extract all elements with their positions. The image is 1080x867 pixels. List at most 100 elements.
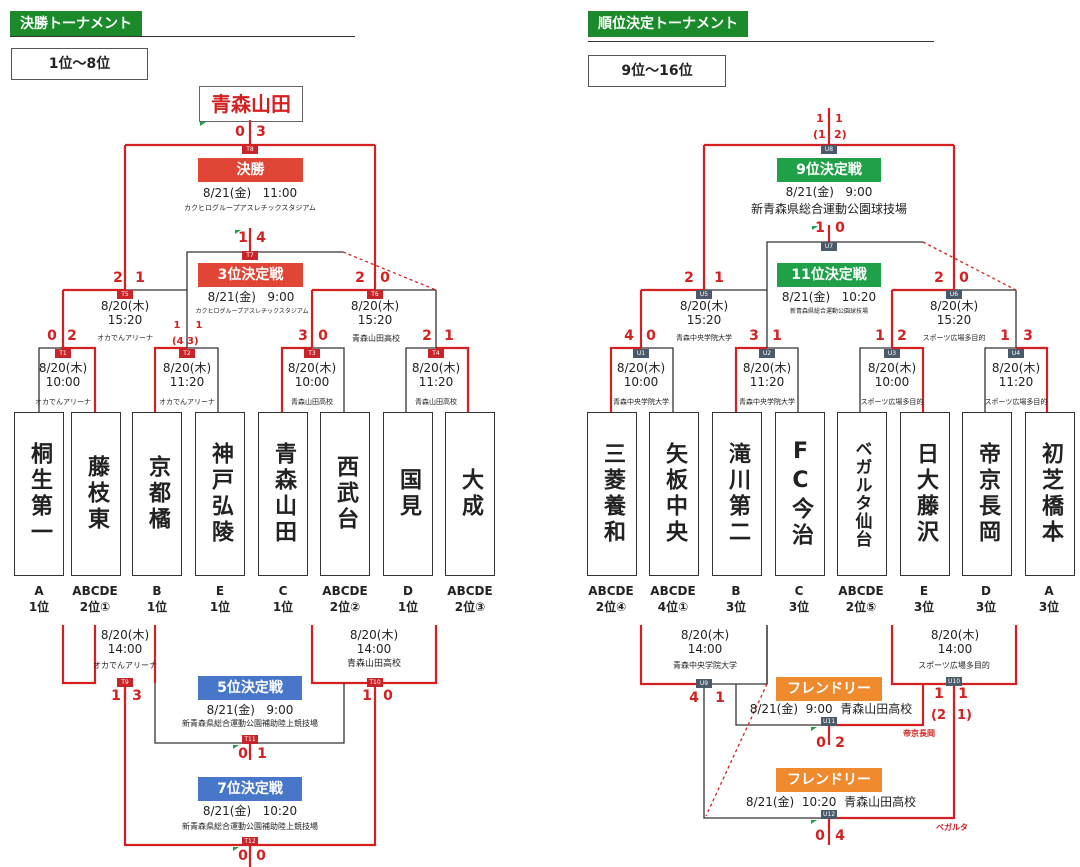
match-venue: スポーツ広場多目的 [860, 398, 924, 406]
match-venue: オカでんアリーナ [97, 334, 153, 342]
score: 1 [835, 112, 843, 125]
match-code: T11 [242, 735, 258, 744]
match-code: T5 [117, 290, 133, 299]
match-datetime: 8/20(木)15:20 [350, 299, 400, 327]
match-code: U4 [1008, 349, 1024, 358]
match-venue: 青森中央学院大学 [673, 661, 737, 670]
team-box: 大成 [445, 412, 495, 576]
match-code: U9 [696, 679, 712, 688]
team-box: 三菱養和 [587, 412, 637, 576]
score: 2 [67, 328, 77, 344]
match-code: T8 [242, 145, 258, 154]
team-box: 神戸弘陵 [195, 412, 245, 576]
score: 1 [135, 270, 145, 286]
match-code: U8 [821, 145, 837, 154]
match-datetime: 8/21(金) 10:20 [202, 804, 298, 818]
match-datetime: 8/20(木)15:20 [100, 299, 150, 327]
team-box: 藤枝東 [71, 412, 121, 576]
pk-score: 2) [834, 128, 847, 141]
score: 1 [714, 270, 724, 286]
team-box: ベガルタ仙台 [837, 412, 887, 576]
match-datetime: 8/20(木)11:20 [991, 361, 1041, 389]
score: 0 [256, 848, 266, 864]
score: 2 [355, 270, 365, 286]
score: 1 [173, 320, 181, 331]
score: 0 [235, 124, 245, 140]
score: 1 [111, 688, 121, 704]
score: 3 [749, 328, 759, 344]
score: 1 [257, 746, 267, 762]
team-box: 国見 [383, 412, 433, 576]
match-datetime: 8/20(木)10:00 [287, 361, 337, 389]
match-venue: 青森山田高校 [415, 398, 457, 406]
match-datetime: 8/20(木)14:00 [100, 628, 150, 656]
match-datetime: 8/21(金) 11:00 [202, 186, 298, 200]
team-box: 滝川第二 [712, 412, 762, 576]
match-code: T2 [179, 349, 195, 358]
score: 0 [835, 220, 845, 236]
team-box: 矢板中央 [649, 412, 699, 576]
score: 2 [897, 328, 907, 344]
score: 2 [113, 270, 123, 286]
match-venue: 新青森県総合運動公園球技場 [789, 308, 868, 315]
score: 3 [1023, 328, 1033, 344]
score: 3 [132, 688, 142, 704]
left-range: 1位〜8位 [11, 48, 148, 80]
match-datetime: 8/20(木)11:20 [411, 361, 461, 389]
match-code: U6 [946, 290, 962, 299]
score: 2 [684, 270, 694, 286]
match-venue: 新青森県総合運動公園補助陸上競技場 [182, 719, 318, 728]
match-code: U7 [821, 242, 837, 251]
match-datetime: 8/20(木)10:00 [616, 361, 666, 389]
score: 0 [238, 848, 248, 864]
score: 4 [256, 230, 266, 246]
match-code: T7 [242, 251, 258, 260]
score: 1 [444, 328, 454, 344]
score: 1 [934, 686, 944, 702]
match-datetime: 8/21(金) 9:00 [785, 185, 873, 199]
third-place-label: 3位決定戦 [198, 263, 303, 287]
match-code: U11 [821, 717, 837, 726]
match-code: U5 [696, 290, 712, 299]
match-datetime: 8/20(木)14:00 [680, 628, 730, 656]
match-venue: 青森山田高校 [291, 398, 333, 406]
champion-box: 青森山田 [199, 86, 303, 122]
match-code: T10 [367, 678, 383, 687]
score: 0 [383, 688, 393, 704]
match-datetime: 8/20(木)10:00 [867, 361, 917, 389]
match-venue: 新青森県総合運動公園補助陸上競技場 [182, 822, 318, 831]
score: 0 [815, 828, 825, 844]
team-box: 帝京長岡 [962, 412, 1012, 576]
ninth-place-label: 9位決定戦 [777, 158, 881, 182]
team-box: 初芝橋本 [1025, 412, 1075, 576]
fifth-place-label: 5位決定戦 [198, 676, 302, 700]
team-box: 青森山田 [258, 412, 308, 576]
seventh-place-label: 7位決定戦 [198, 777, 302, 801]
score: 4 [689, 690, 699, 706]
match-code: T3 [304, 349, 320, 358]
score: 2 [934, 270, 944, 286]
score: 0 [47, 328, 57, 344]
score: 4 [624, 328, 634, 344]
pk-score: 1) [957, 708, 972, 723]
friendly-label: フレンドリー [776, 768, 882, 792]
match-venue: 青森中央学院大学 [613, 398, 669, 406]
score: 1 [362, 688, 372, 704]
pk-score: (4 3) [172, 336, 199, 347]
score: 3 [256, 124, 266, 140]
score: 1 [875, 328, 885, 344]
team-note: ベガルタ [936, 823, 968, 832]
match-venue: 青森山田高校 [346, 659, 401, 669]
